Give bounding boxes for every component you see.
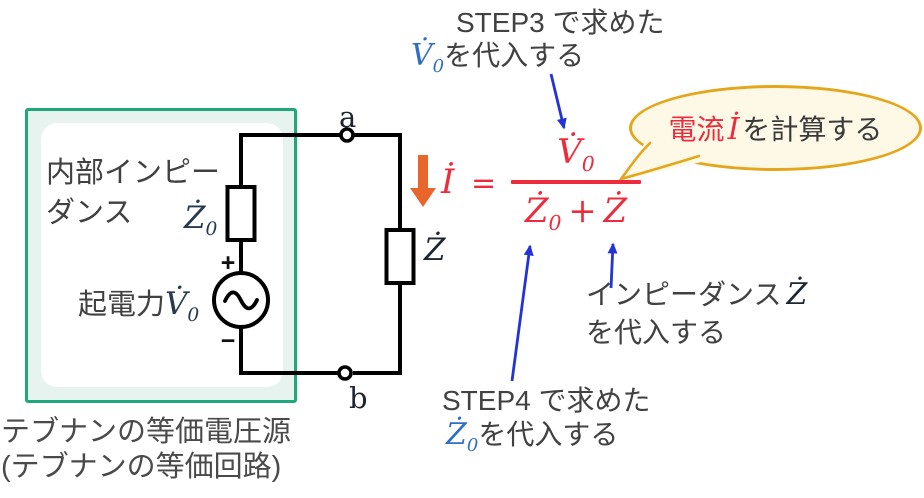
speech-bubble-text: 電流 İ を計算する <box>669 108 883 148</box>
arrow-step3-icon <box>549 73 567 130</box>
fraction-bar <box>511 180 641 184</box>
impedance-annotation-line2: を代入する <box>586 317 727 348</box>
step3-v0-symbol: V̇0 <box>411 38 445 77</box>
formula-denominator: Ż0 + Ż <box>524 191 628 235</box>
load-impedance-label: Ż <box>424 232 446 268</box>
step4-annotation-line1: STEP4 で求めた <box>442 385 651 416</box>
terminal-a-label: a <box>339 100 357 134</box>
step4-z0-symbol: Ż0 <box>446 417 479 456</box>
internal-impedance-symbol: Ż0 <box>184 200 218 241</box>
impedance-annotation-line1: インピーダンス Ż <box>586 277 807 312</box>
load-impedance-resistor <box>384 228 416 285</box>
bubble-label-rest: を計算する <box>742 114 883 145</box>
emf-label-row: 起電力 V̇0 <box>78 286 200 327</box>
terminal-b-label: b <box>349 381 368 415</box>
bubble-label-red: 電流 <box>668 114 725 145</box>
impedance-z-symbol: Ż <box>786 277 808 312</box>
terminal-b-node <box>337 365 353 381</box>
step3-rest: を代入する <box>444 40 585 71</box>
caption-line1: テブナンの等価電圧源 <box>1 416 292 448</box>
step4-rest: を代入する <box>478 419 619 450</box>
formula-fraction: V̇0 Ż0 + Ż <box>511 124 641 235</box>
formula-equals: = <box>471 166 497 201</box>
arrow-step4-icon <box>510 244 534 382</box>
speech-bubble: 電流 İ を計算する <box>629 85 922 171</box>
bubble-current-symbol: İ <box>727 112 740 147</box>
formula-current-symbol: İ <box>441 162 455 202</box>
formula-numerator: V̇0 <box>557 132 595 176</box>
internal-impedance-label-line2: ダンス <box>46 197 133 229</box>
caption-line2: (テブナンの等価回路) <box>1 451 282 483</box>
emf-symbol: V̇0 <box>165 286 200 327</box>
emf-label: 起電力 <box>78 289 166 321</box>
step3-annotation-line1: STEP3 で求めた <box>456 7 665 38</box>
current-arrow-icon <box>410 155 436 207</box>
internal-impedance-label-line1: 内部インピー <box>46 157 221 189</box>
step4-annotation-line2: Ż0 を代入する <box>446 417 619 456</box>
step3-annotation-line2: V̇0 を代入する <box>411 38 585 77</box>
thevenin-source-box <box>25 108 297 403</box>
impedance-label: インピーダンス <box>586 279 782 310</box>
